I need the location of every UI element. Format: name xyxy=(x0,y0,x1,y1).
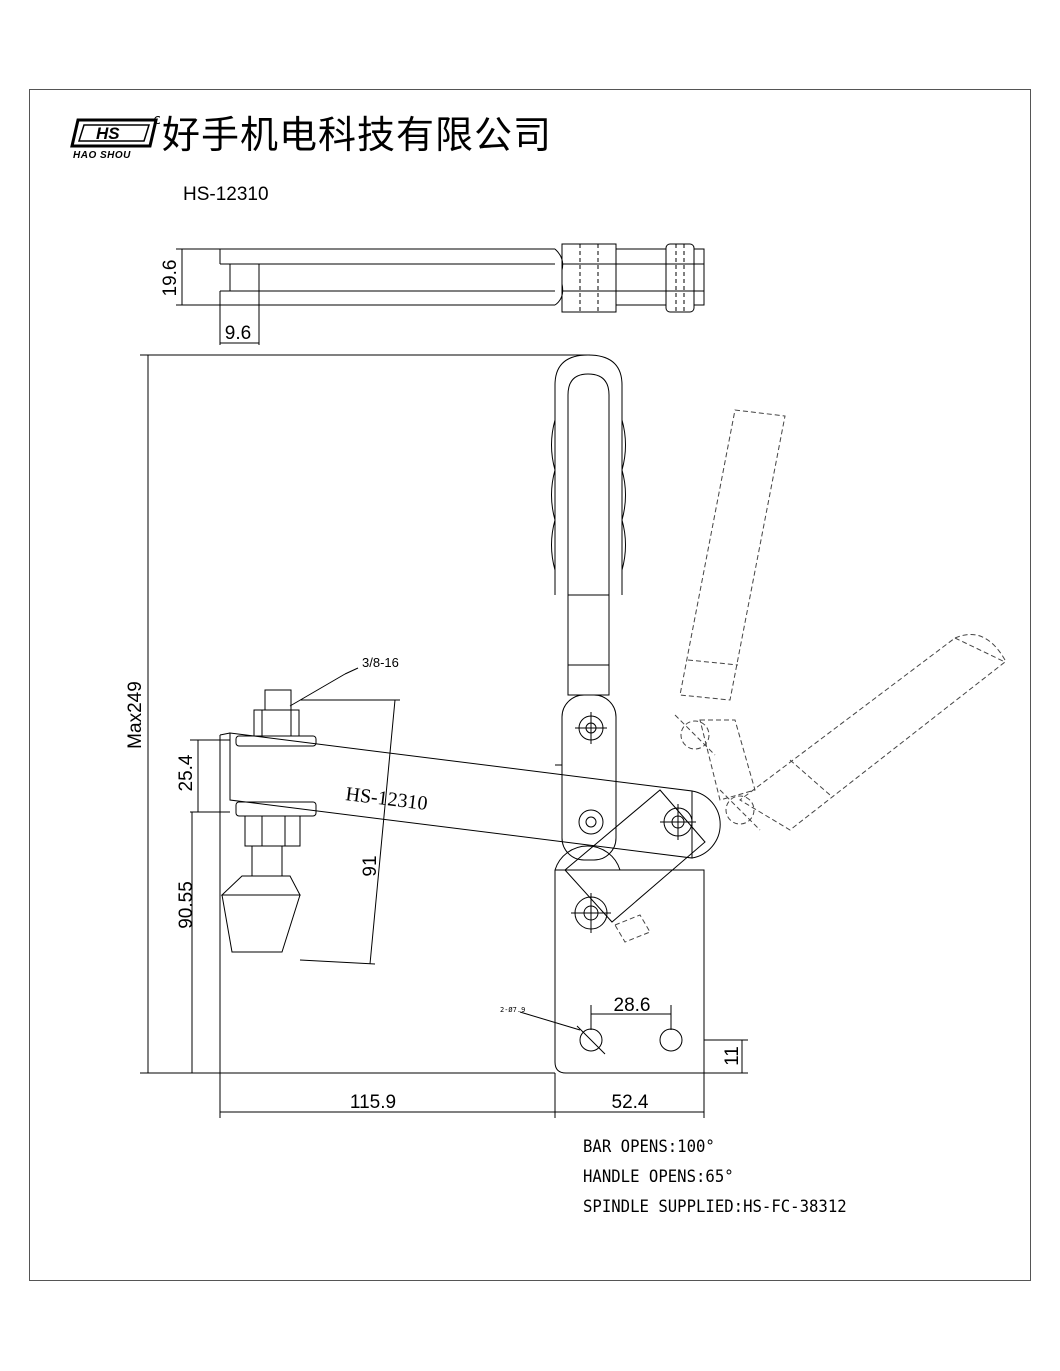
dim-19-6: 19.6 xyxy=(160,260,181,297)
dim-11: 11 xyxy=(722,1046,743,1066)
dim-90-55: 90.55 xyxy=(176,881,197,929)
drawing-frame xyxy=(29,89,1031,1281)
spec-handle-opens: HANDLE OPENS:65° xyxy=(583,1167,734,1187)
dim-length-lines xyxy=(219,1073,705,1118)
company-name: 好手机电科技有限公司 xyxy=(162,113,553,157)
dim-max-height-lines xyxy=(140,354,590,1074)
hole-spec: 2-Ø7.9 xyxy=(500,1006,525,1014)
dim-25-4: 25.4 xyxy=(176,754,197,791)
open-positions xyxy=(614,409,1006,943)
dim-max249: Max249 xyxy=(125,681,146,749)
thread-label: 3/8-16 xyxy=(362,655,399,670)
spindle xyxy=(220,689,317,953)
brand-subtitle: HAO SHOU xyxy=(73,150,131,161)
mounting-holes xyxy=(519,1005,748,1074)
dim-bar-lines xyxy=(190,739,230,1073)
dim-52-4: 52.4 xyxy=(612,1092,649,1113)
model-number: HS-12310 xyxy=(183,184,269,205)
pivot-pins xyxy=(564,712,706,933)
dim-28-6: 28.6 xyxy=(614,995,651,1016)
clamp-bar xyxy=(219,732,721,1073)
hs-logo: HS xyxy=(70,116,160,148)
dim-91-lines xyxy=(299,699,400,965)
top-view xyxy=(176,243,705,345)
spec-spindle: SPINDLE SUPPLIED:HS-FC-38312 xyxy=(583,1197,847,1217)
spec-bar-opens: BAR OPENS:100° xyxy=(583,1137,715,1157)
logo-text: HS xyxy=(96,124,120,143)
dim-115-9: 115.9 xyxy=(350,1092,396,1113)
dim-91: 91 xyxy=(360,855,381,876)
handle xyxy=(551,354,626,861)
dim-9-6: 9.6 xyxy=(225,323,251,344)
base-plate xyxy=(554,845,705,1074)
